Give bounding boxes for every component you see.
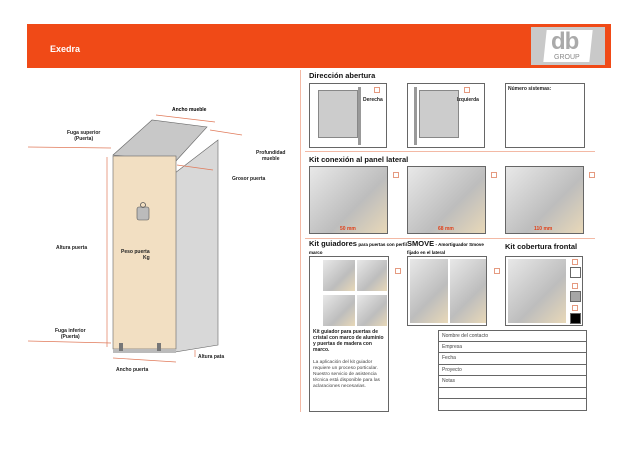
header-bar — [27, 24, 611, 68]
heading-kit-cobertura: Kit cobertura frontal — [505, 242, 578, 251]
checkbox-conexion-110[interactable] — [589, 172, 595, 178]
guiadores-text: La aplicación del kit guiador requiere u… — [313, 360, 380, 389]
checkbox-conexion-50[interactable] — [393, 172, 399, 178]
field-proyecto[interactable]: Proyecto — [438, 364, 587, 376]
door-left-box — [407, 83, 485, 148]
numero-sistemas-field[interactable]: Número sistemas: — [505, 83, 585, 148]
swatch-white[interactable] — [570, 267, 581, 278]
label-numero-sistemas: Número sistemas: — [508, 86, 552, 92]
field-fecha[interactable]: Fecha — [438, 353, 587, 365]
separator — [305, 151, 595, 152]
cabinet-plinth — [113, 349, 176, 353]
checkbox-conexion-68[interactable] — [491, 172, 497, 178]
label-ancho-puerta: Ancho puerta — [116, 367, 149, 373]
checkbox-izquierda[interactable] — [464, 87, 470, 93]
cabinet-door — [112, 155, 177, 350]
heading-kit-guiadores: Kit guiadores para puertas con perfil ma… — [309, 239, 407, 255]
field-empresa[interactable]: Empresa — [438, 341, 587, 353]
leg — [119, 343, 123, 351]
label-altura-pata: Altura pata — [198, 354, 225, 360]
kit-guiadores-box: Kit guiador para puertas de cristal con … — [309, 256, 389, 412]
size-label: 110 mm — [534, 226, 553, 232]
page-title: Exedra — [50, 44, 81, 54]
checkbox-smove[interactable] — [494, 268, 500, 274]
heading-kit-conexion: Kit conexión al panel lateral — [309, 155, 409, 164]
label-fuga-superior: Fuga superior(Puerta) — [67, 130, 101, 142]
dimension-lines — [27, 114, 243, 363]
label-fuga-inferior: Fuga inferior(Puerta) — [55, 328, 86, 340]
door-right-box — [309, 83, 387, 148]
heading-direccion: Dirección abertura — [309, 71, 376, 80]
heading-smove: SMOVE - Amortiguador Smove fijado en el … — [407, 239, 484, 255]
label-ancho-mueble: Ancho mueble — [172, 107, 207, 113]
checkbox-cobertura-black[interactable] — [572, 305, 578, 311]
divider — [300, 70, 301, 412]
checkbox-cobertura-grey[interactable] — [572, 283, 578, 289]
label-grosor: Grosor puerta — [232, 176, 266, 182]
field-notas[interactable]: Notas — [438, 376, 587, 388]
kit-conexion-image-2: 68 mm — [407, 166, 486, 234]
swatch-black[interactable] — [570, 313, 581, 324]
swatch-grey[interactable] — [570, 291, 581, 302]
guiadores-bold-text: Kit guiador para puertas de cristal con … — [313, 329, 384, 353]
checkbox-cobertura-white[interactable] — [572, 259, 578, 265]
checkbox-derecha[interactable] — [374, 87, 380, 93]
separator — [305, 238, 595, 239]
db-group-logo: db GROUP — [531, 27, 605, 65]
field-blank[interactable] — [438, 399, 587, 411]
checkbox-guiadores[interactable] — [395, 268, 401, 274]
size-label: 68 mm — [438, 226, 454, 232]
smove-box — [407, 256, 487, 326]
cabinet-side — [174, 139, 219, 353]
kit-conexion-image-1: 50 mm — [309, 166, 388, 234]
field-blank[interactable] — [438, 387, 587, 399]
contact-form: Nombre del contacto Empresa Fecha Proyec… — [438, 330, 587, 411]
field-nombre[interactable]: Nombre del contacto — [438, 330, 587, 342]
weight-icon — [136, 202, 150, 221]
label-izquierda: Izquierda — [457, 97, 479, 103]
label-altura-puerta: Altura puerta — [56, 245, 88, 251]
cobertura-box — [505, 256, 583, 326]
cabinet-diagram: Ancho mueble — [27, 107, 243, 363]
size-label: 50 mm — [340, 226, 356, 232]
kit-conexion-image-3: 110 mm — [505, 166, 584, 234]
label-derecha: Derecha — [363, 97, 383, 103]
leg — [157, 343, 161, 351]
